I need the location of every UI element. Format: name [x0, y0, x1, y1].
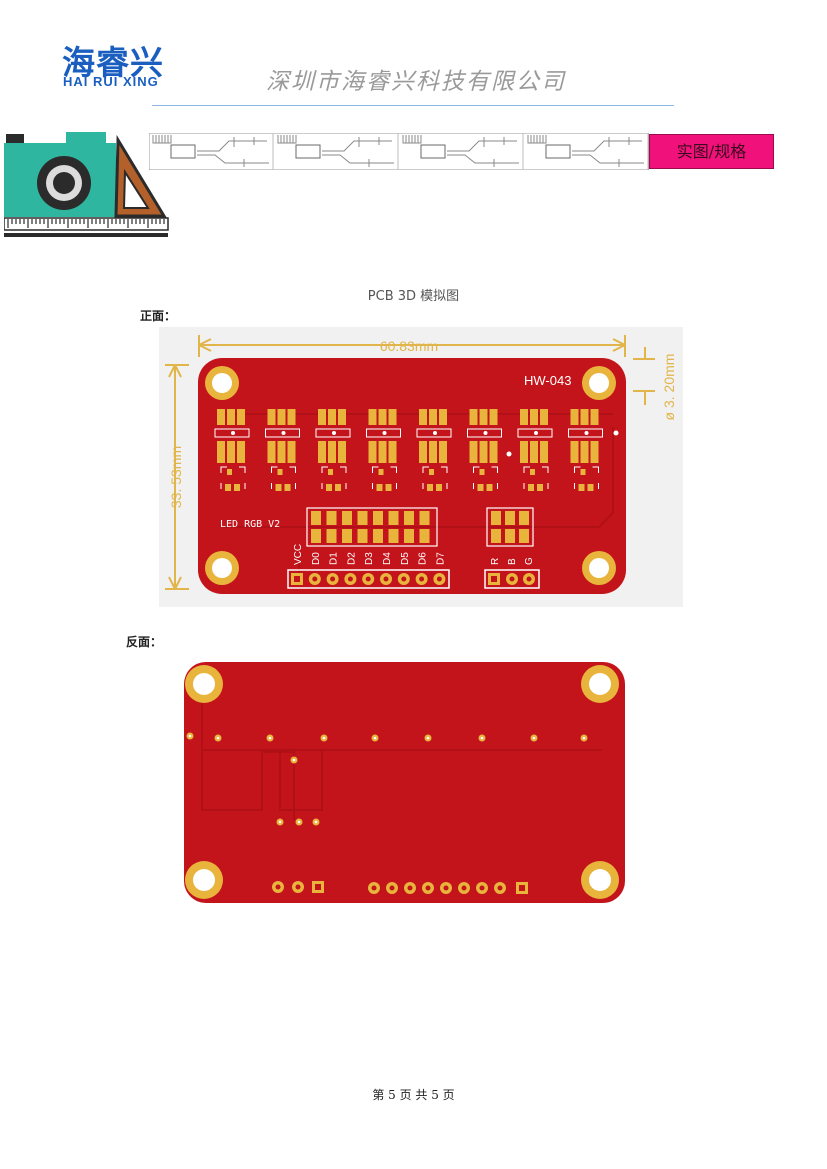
section-tag: 实图/规格 — [649, 134, 774, 169]
pcb-back-view — [182, 660, 628, 906]
pin-label-d7: D7 — [435, 552, 446, 565]
page-title: PCB 3D 模拟图 — [367, 289, 460, 304]
pin-label-d4: D4 — [382, 552, 393, 565]
header-divider — [152, 105, 674, 106]
pin-label-d5: D5 — [400, 552, 411, 565]
pin-label-b: B — [507, 558, 518, 565]
back-side-label: 反面： — [126, 635, 163, 649]
pcb-board-back — [184, 662, 625, 903]
pin-label-d1: D1 — [329, 552, 340, 565]
hole-dimension: ø 3. 20mm — [661, 354, 677, 421]
width-dimension: 60.83mm — [380, 338, 438, 354]
pin-label-d2: D2 — [346, 552, 357, 565]
pin-label-d3: D3 — [364, 552, 375, 565]
logo-chinese: 海睿兴 — [62, 43, 164, 82]
circuit-pattern-banner — [149, 133, 649, 170]
page-footer: 第 5 页 共 5 页 — [372, 1088, 455, 1102]
pin-label-r: R — [490, 558, 501, 565]
pcb-board-front — [198, 358, 626, 594]
pin-label-d6: D6 — [418, 552, 429, 565]
board-name-label: LED RGB V2 — [220, 519, 280, 530]
board-model-label: HW-043 — [524, 373, 571, 388]
front-side-label: 正面： — [140, 309, 177, 323]
company-name: 深圳市海睿兴科技有限公司 — [266, 69, 566, 95]
pin-label-d0: D0 — [311, 552, 322, 565]
pin-label-vcc: VCC — [293, 544, 304, 565]
logo-english: HAI RUI XING — [63, 74, 159, 89]
height-dimension: 33. 53mm — [168, 446, 184, 508]
pin-label-g: G — [524, 557, 535, 565]
camera-ruler-icon — [4, 132, 169, 237]
